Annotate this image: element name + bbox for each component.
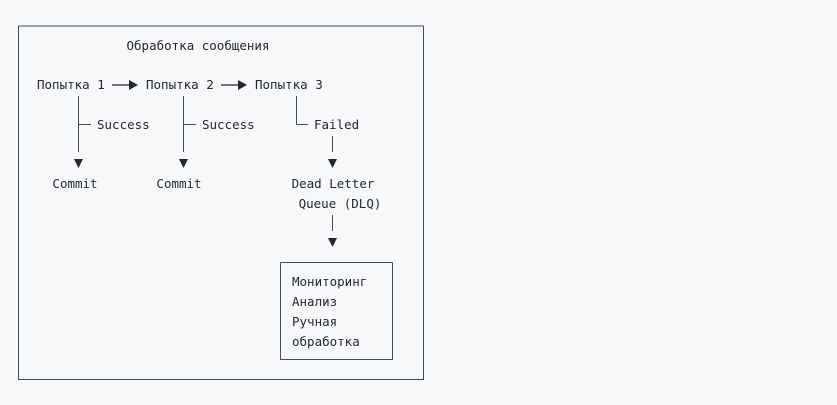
diagram-title: Обработка сообщения — [127, 38, 270, 53]
dlq-box-line-processing: обработка — [292, 334, 360, 349]
dlq-handling-box — [280, 262, 393, 360]
dlq-box-line-manual: Ручная — [292, 314, 337, 329]
dlq-arrow — [328, 215, 337, 247]
branch-2-connector — [179, 96, 196, 168]
branch-2-result: Commit — [156, 176, 201, 191]
dlq-box-line-monitoring: Мониторинг — [292, 274, 367, 289]
arrow-1-to-2 — [112, 80, 138, 90]
dlq-label-line-1: Dead Letter — [292, 176, 375, 191]
outer-frame — [18, 25, 424, 380]
branch-1-result: Commit — [52, 176, 97, 191]
attempt-3-label: Попытка 3 — [255, 77, 323, 92]
branch-1-connector — [74, 96, 91, 168]
attempt-2-label: Попытка 2 — [146, 77, 214, 92]
arrow-2-to-3 — [221, 80, 247, 90]
dlq-box-line-analysis: Анализ — [292, 294, 337, 309]
branch-1-status: Success — [97, 117, 150, 132]
branch-3-connector — [296, 96, 337, 168]
attempt-1-label: Попытка 1 — [37, 77, 105, 92]
dlq-label-line-2: Queue (DLQ) — [299, 196, 382, 211]
branch-3-status: Failed — [314, 117, 359, 132]
branch-2-status: Success — [202, 117, 255, 132]
